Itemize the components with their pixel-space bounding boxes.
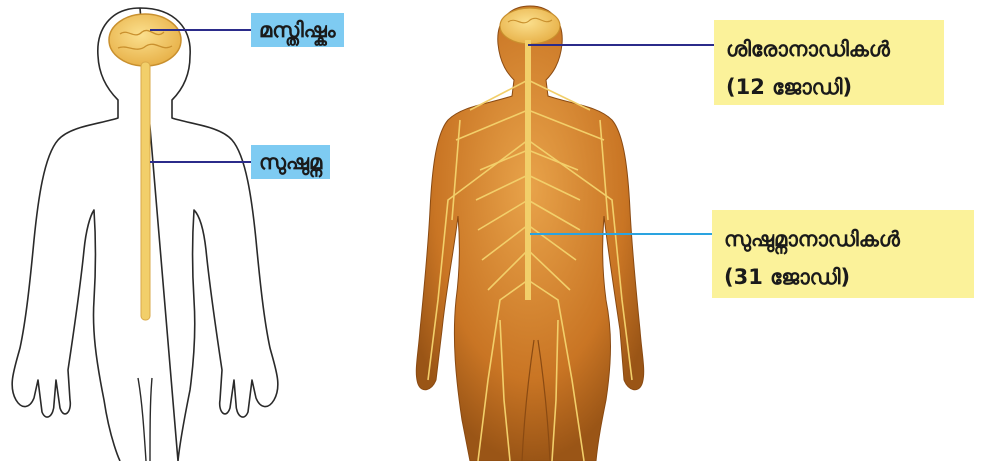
brain-label-text: മസ്തിഷ്കം [259,18,336,42]
spinal-cord-label: സുഷുമ്ന [251,145,330,179]
spinal-nerves-text: സുഷുമ്നാനാഡികൾ [724,220,962,258]
spinal-nerves-count: (31 ജോഡി) [724,258,962,296]
outline-spinal-cord [141,62,150,320]
brain-label: മസ്തിഷ്കം [251,13,344,47]
spinal-cord-label-text: സുഷുമ്ന [259,150,322,174]
spinal-nerves-label: സുഷുമ്നാനാഡികൾ (31 ജോഡി) [712,210,974,298]
anatomical-brain [500,8,560,44]
cranial-nerves-text: ശിരോനാഡികൾ [726,30,932,68]
cranial-nerves-count: (12 ജോഡി) [726,68,932,106]
cranial-nerves-label: ശിരോനാഡികൾ (12 ജോഡി) [714,20,944,105]
outline-brain [109,14,181,66]
